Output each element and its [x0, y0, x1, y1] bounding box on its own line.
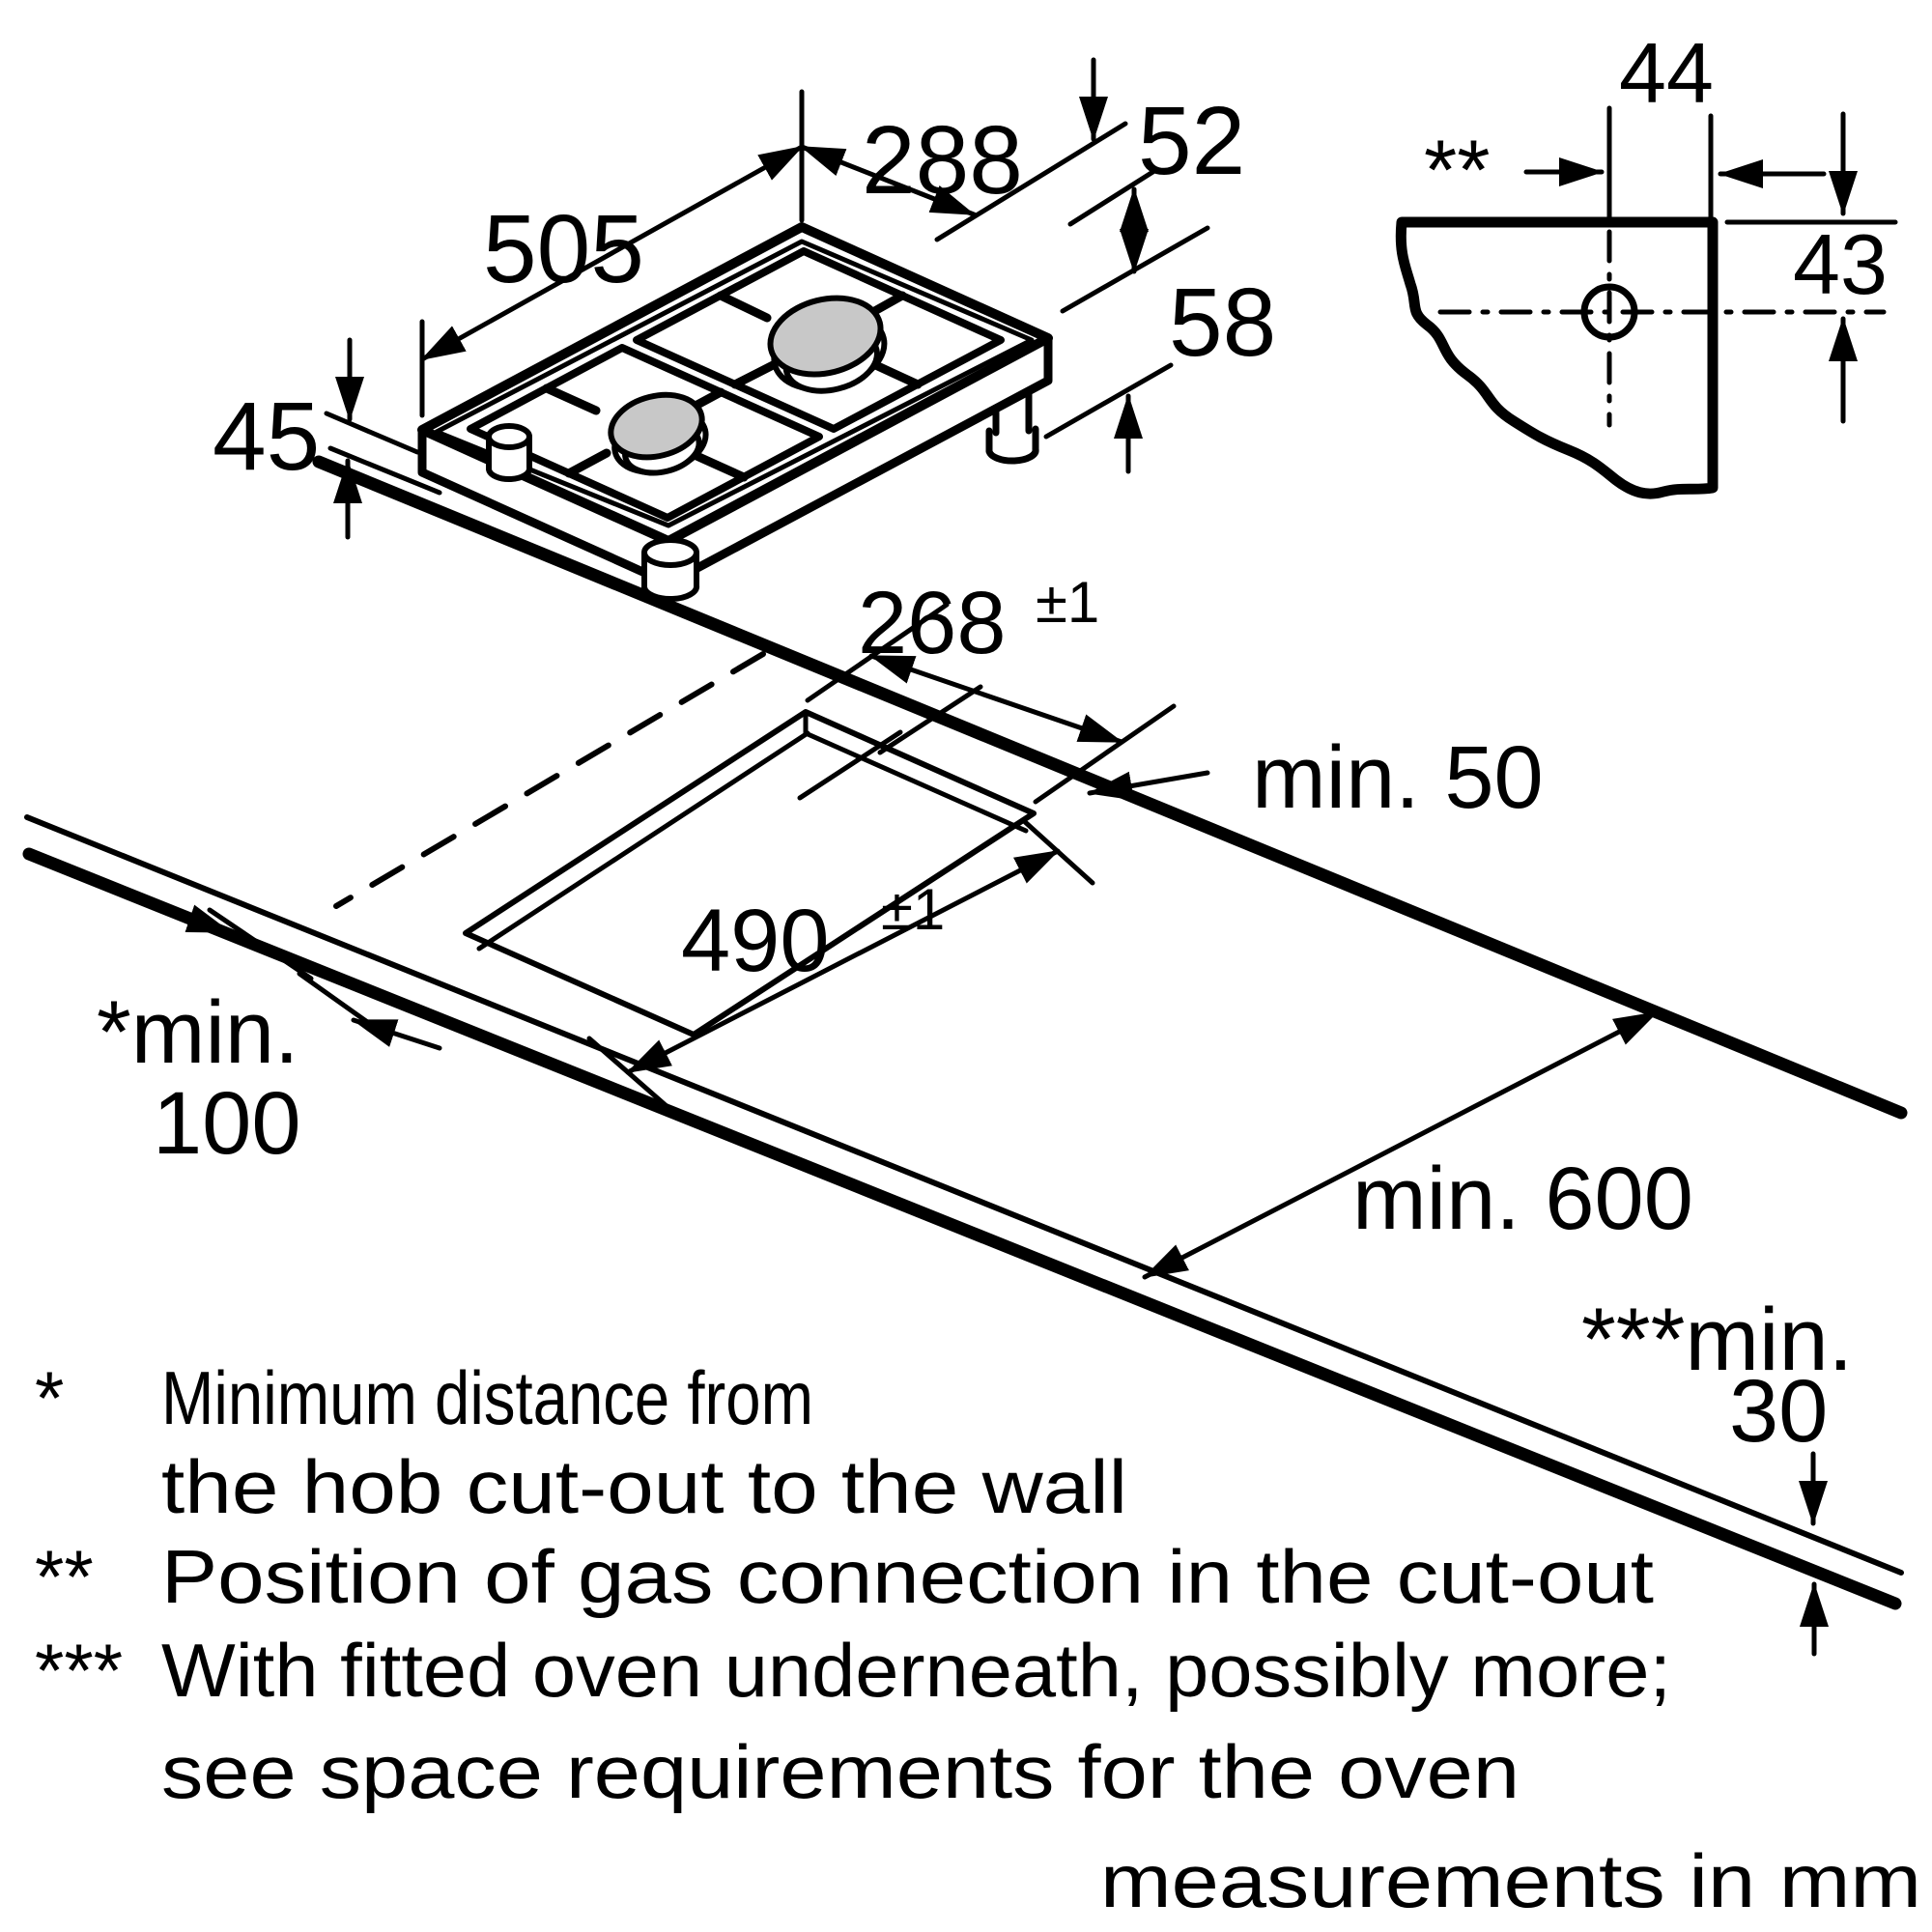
dim45-slash-lower [327, 445, 442, 496]
legend-line-3a: With fitted oven underneath, possibly mo… [161, 1628, 1671, 1713]
pan-support-prongs-front [542, 384, 749, 482]
burner-small [608, 391, 709, 476]
dim268-ext-right [1033, 703, 1177, 805]
min100-slash-a [207, 907, 314, 981]
dim52-slash-upper [934, 121, 1128, 242]
gas-connection-detail [1395, 105, 1898, 499]
min600-line [1142, 1009, 1660, 1280]
dim58-slash-lower [1043, 362, 1174, 440]
worktop-drawing [22, 455, 1908, 1657]
footer-note: measurements in mm [1100, 1838, 1921, 1923]
legend-marker-3: *** [35, 1628, 123, 1713]
dim268-ext-left [805, 602, 950, 703]
projection-dashed-line [333, 651, 766, 909]
dim-490-label: 490 [681, 892, 830, 990]
pan-support-prongs-rear [716, 291, 923, 389]
control-knob-1 [486, 423, 533, 483]
worktop-front-edge [24, 814, 1904, 1576]
legend-marker-2: ** [35, 1534, 94, 1619]
min30-label: ***min. [1581, 1291, 1853, 1389]
dim-52-label: 52 [1138, 87, 1245, 195]
dim-45-label: 45 [213, 383, 320, 491]
cutout-corner-piece [1395, 216, 1719, 499]
dim-268-tolerance: ±1 [1036, 570, 1099, 635]
dim-268-label: 268 [858, 574, 1007, 672]
dim-505-label: 505 [483, 195, 644, 303]
legend-line-1b: the hob cut-out to the wall [161, 1444, 1127, 1529]
dim-44-label: 44 [1619, 25, 1714, 121]
min100-value: 100 [153, 1074, 301, 1173]
legend-marker-1: * [35, 1355, 64, 1440]
dim-58-label: 58 [1169, 269, 1276, 377]
gas-detail-marker: ** [1424, 122, 1491, 217]
min30-value: 30 [1729, 1362, 1828, 1461]
pan-support-frame-front [467, 344, 823, 522]
dim505-line [419, 144, 805, 362]
min100-arrow-right [351, 1017, 442, 1051]
dim490-line [625, 848, 1061, 1075]
worktop-front-lower-edge [22, 847, 1902, 1610]
min600-label: min. 600 [1352, 1150, 1693, 1248]
gas-pipe [985, 387, 1039, 465]
min50-label: min. 50 [1252, 728, 1544, 827]
dim288-line [799, 144, 977, 217]
min100-arrow-left [142, 900, 233, 935]
hob-drawing [324, 57, 1210, 602]
cutout-inner-edge-right [803, 730, 1029, 834]
control-knob-2 [641, 537, 700, 602]
min50-arrow [1087, 770, 1210, 801]
dim-288-label: 288 [862, 106, 1023, 214]
dim268-line [868, 653, 1124, 745]
dim-43-label: 43 [1793, 216, 1888, 312]
dim52-slash-lower [1067, 168, 1157, 227]
cutout-inner-edge-left [476, 730, 810, 952]
legend: * Minimum distance from the hob cut-out … [35, 1355, 1671, 1814]
min100-label: *min. [97, 983, 299, 1082]
legend-line-3b: see space requirements for the oven [161, 1729, 1520, 1814]
legend-line-1a: Minimum distance from [161, 1355, 813, 1440]
min50-slash-b [797, 729, 903, 801]
dim58-slash-upper [1060, 225, 1210, 314]
dim-490-tolerance: ±1 [881, 877, 945, 942]
legend-line-2a: Position of gas connection in the cut-ou… [161, 1534, 1654, 1619]
dim45-slash-upper [324, 411, 420, 455]
